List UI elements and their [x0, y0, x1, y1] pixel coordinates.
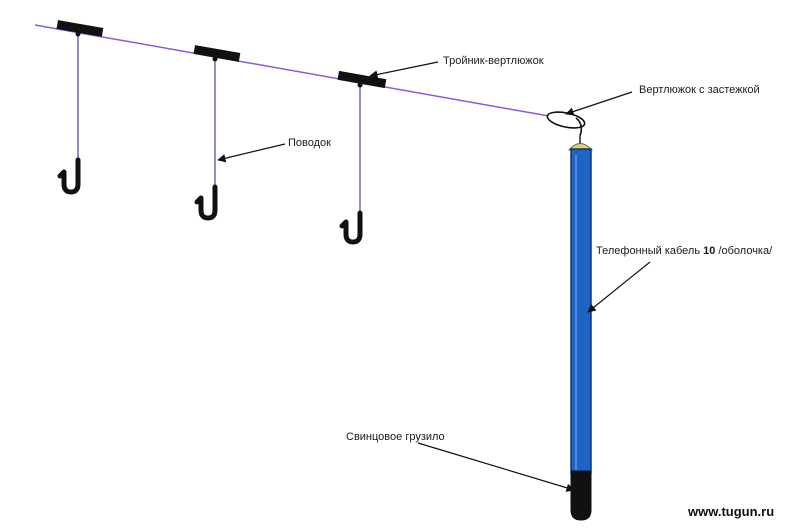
label-swivel-clasp: Вертлюжок с застежкой	[639, 84, 760, 96]
label-cable-number: 10	[703, 245, 715, 257]
label-swivel-tee: Тройник-вертлюжок	[443, 55, 544, 67]
watermark: www.tugun.ru	[687, 504, 774, 519]
arrow-leader	[217, 143, 286, 163]
swivel-clasp	[546, 111, 586, 148]
arrow-sinker	[417, 442, 575, 492]
hook-1	[57, 157, 81, 195]
main-line	[34, 24, 561, 119]
label-lead-sinker: Свинцовое грузило	[346, 431, 445, 443]
swivel-tee-1	[56, 20, 104, 37]
label-cable: Телефонный кабель 10 /оболочка/	[596, 245, 773, 257]
label-cable-prefix: Телефонный кабель	[596, 245, 703, 257]
hook-3	[339, 210, 363, 245]
arrow-swivel-clasp	[565, 91, 633, 116]
swivel-tee-3	[337, 70, 387, 89]
label-cable-suffix: /оболочка/	[715, 245, 773, 257]
hook-2	[194, 184, 218, 221]
cable-tube	[570, 148, 592, 474]
lead-sinker	[570, 470, 592, 521]
swivel-tee-2	[193, 45, 241, 62]
label-leader: Поводок	[288, 137, 331, 149]
arrow-swivel-tee	[369, 61, 439, 79]
arrow-cable	[587, 261, 651, 313]
